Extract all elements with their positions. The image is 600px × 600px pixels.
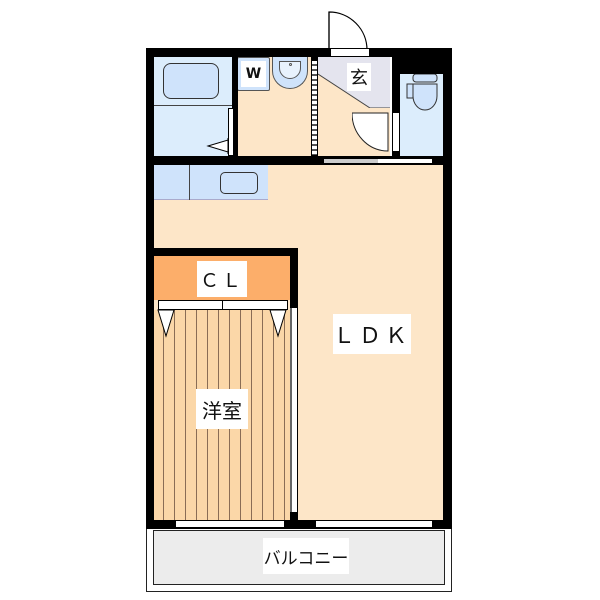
wall-left <box>146 48 154 528</box>
counter-divider <box>189 165 190 200</box>
wall-toilet-top <box>392 48 450 74</box>
ldk-window[interactable] <box>315 520 433 528</box>
balcony-outer <box>146 528 452 592</box>
bathtub-icon <box>163 63 219 99</box>
entrance-door-icon <box>352 112 389 152</box>
closet-sliding-doors[interactable] <box>158 300 288 310</box>
wall-bath-wash <box>232 48 238 164</box>
entry-door-opening[interactable] <box>311 60 318 156</box>
washer-label: W <box>241 61 266 87</box>
ldk-label: ＬＤＫ <box>333 314 411 354</box>
front-door-opening[interactable] <box>330 48 370 57</box>
toilet-door-opening[interactable] <box>392 112 400 152</box>
wall-closet-top <box>146 248 298 256</box>
wall-right <box>443 48 452 528</box>
wall-top <box>146 48 452 57</box>
room-sliding-door[interactable] <box>290 308 298 512</box>
entrance-label: 玄 <box>347 63 371 91</box>
wall-entry-toilet <box>392 48 400 164</box>
western-room-label: 洋室 <box>196 389 248 429</box>
sink-icon <box>272 57 308 89</box>
wall-utility-bottom <box>146 156 452 165</box>
ldk-door-opening[interactable] <box>323 158 433 164</box>
wall-room-right-bottom <box>290 512 298 528</box>
bath-door-opening[interactable] <box>228 108 234 156</box>
closet-door-swing-icons <box>157 309 287 338</box>
closet-label: ＣＬ <box>197 261 247 297</box>
bath-divider <box>153 105 233 106</box>
room-window[interactable] <box>175 520 285 528</box>
wall-room-right <box>290 248 298 308</box>
wall-bottom <box>146 520 452 529</box>
toilet-icon <box>406 74 438 111</box>
kitchen-sink-icon <box>220 172 258 194</box>
balcony-label: バルコニー <box>263 538 349 574</box>
